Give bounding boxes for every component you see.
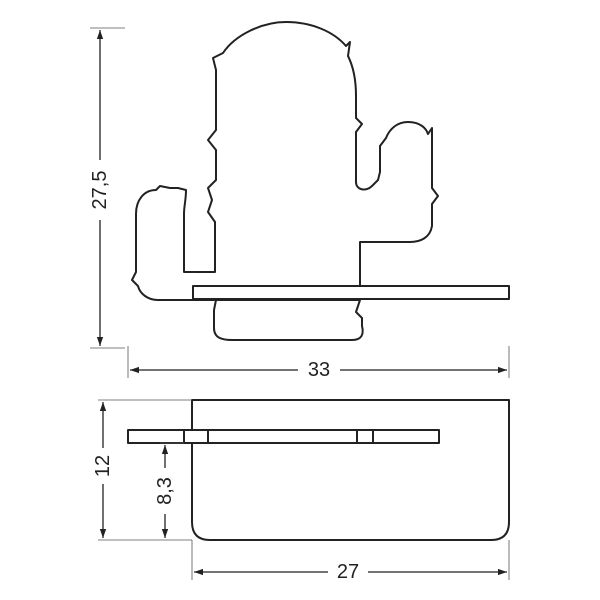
shelf-slot-right xyxy=(356,429,374,444)
shelf-slot-left xyxy=(183,429,209,444)
top-base-plate xyxy=(191,399,510,541)
shelf-depth-dimension-label: 8,3 xyxy=(154,477,176,505)
top-shelf xyxy=(127,429,440,444)
width-dimension-label: 33 xyxy=(308,359,330,381)
height-label-gap xyxy=(88,160,112,220)
cactus-left-stalk xyxy=(131,185,217,301)
front-view: 27,5 33 xyxy=(88,21,510,382)
front-shelf xyxy=(192,285,510,300)
top-view: 12 8,3 27 xyxy=(92,399,510,584)
depth-dimension-label: 12 xyxy=(92,455,114,477)
shelf-depth-label-gap xyxy=(154,468,176,514)
cactus-left-arm xyxy=(192,285,364,341)
base-width-dimension-label: 27 xyxy=(337,561,359,583)
cactus-outline xyxy=(184,21,439,287)
width-label-gap xyxy=(298,358,340,382)
base-width-label-gap xyxy=(328,560,368,584)
depth-label-gap xyxy=(92,448,114,484)
height-dimension-label: 27,5 xyxy=(89,171,111,210)
